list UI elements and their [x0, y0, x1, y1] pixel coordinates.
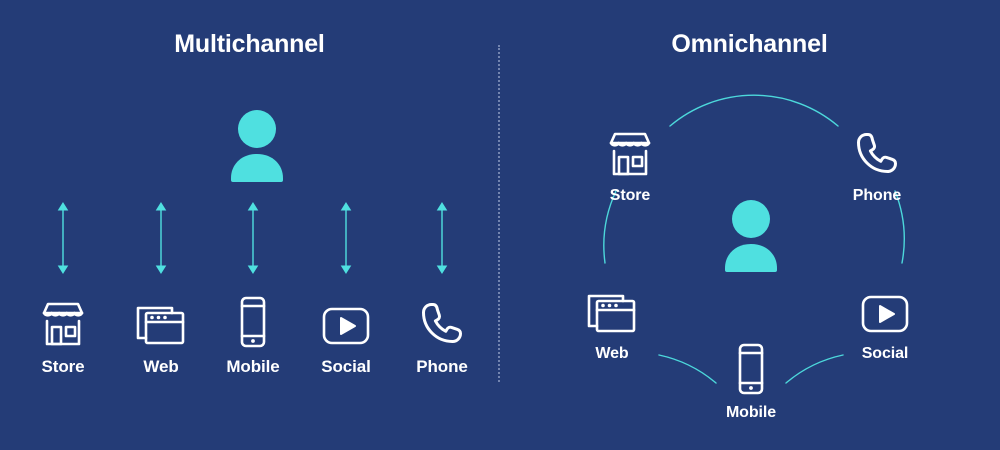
arrow-store: [55, 202, 71, 274]
browser-windows-icon: [557, 278, 667, 336]
telephone-handset-icon: [387, 290, 497, 348]
node-label: Phone: [416, 357, 468, 376]
multichannel-node-social[interactable]: Social: [291, 290, 401, 377]
node-label: Mobile: [725, 404, 777, 421]
node-label: Phone: [852, 187, 902, 204]
node-label: Web: [143, 357, 179, 376]
node-label: Store: [41, 357, 85, 376]
omnichannel-node-mobile[interactable]: Mobile: [696, 337, 806, 422]
arrow-web: [153, 202, 169, 274]
omnichannel-node-social[interactable]: Social: [830, 278, 940, 363]
multichannel-customer-icon: [227, 110, 287, 182]
omnichannel-node-web[interactable]: Web: [557, 278, 667, 363]
node-label: Mobile: [226, 357, 280, 376]
multichannel-node-phone[interactable]: Phone: [387, 290, 497, 377]
omnichannel-node-phone[interactable]: Phone: [822, 120, 932, 205]
arrow-phone: [434, 202, 450, 274]
node-label: Web: [595, 345, 629, 362]
panel-divider: [498, 45, 500, 382]
play-button-icon: [291, 290, 401, 348]
multichannel-node-web[interactable]: Web: [106, 290, 216, 377]
omnichannel-panel: Omnichannel: [499, 0, 1000, 450]
storefront-icon: [8, 290, 118, 348]
multichannel-title: Multichannel: [174, 30, 325, 58]
arrow-mobile: [245, 202, 261, 274]
smartphone-icon: [198, 290, 308, 348]
storefront-icon: [575, 120, 685, 178]
play-button-icon: [830, 278, 940, 336]
multichannel-node-store[interactable]: Store: [8, 290, 118, 377]
browser-windows-icon: [106, 290, 216, 348]
multichannel-node-mobile[interactable]: Mobile: [198, 290, 308, 377]
smartphone-icon: [696, 337, 806, 395]
omnichannel-node-store[interactable]: Store: [575, 120, 685, 205]
multichannel-panel: Multichannel: [0, 0, 499, 450]
omnichannel-customer-icon: [721, 200, 781, 272]
telephone-handset-icon: [822, 120, 932, 178]
node-label: Social: [321, 357, 371, 376]
node-label: Store: [609, 187, 651, 204]
omnichannel-title: Omnichannel: [671, 30, 828, 58]
arrow-social: [338, 202, 354, 274]
node-label: Social: [861, 345, 909, 362]
